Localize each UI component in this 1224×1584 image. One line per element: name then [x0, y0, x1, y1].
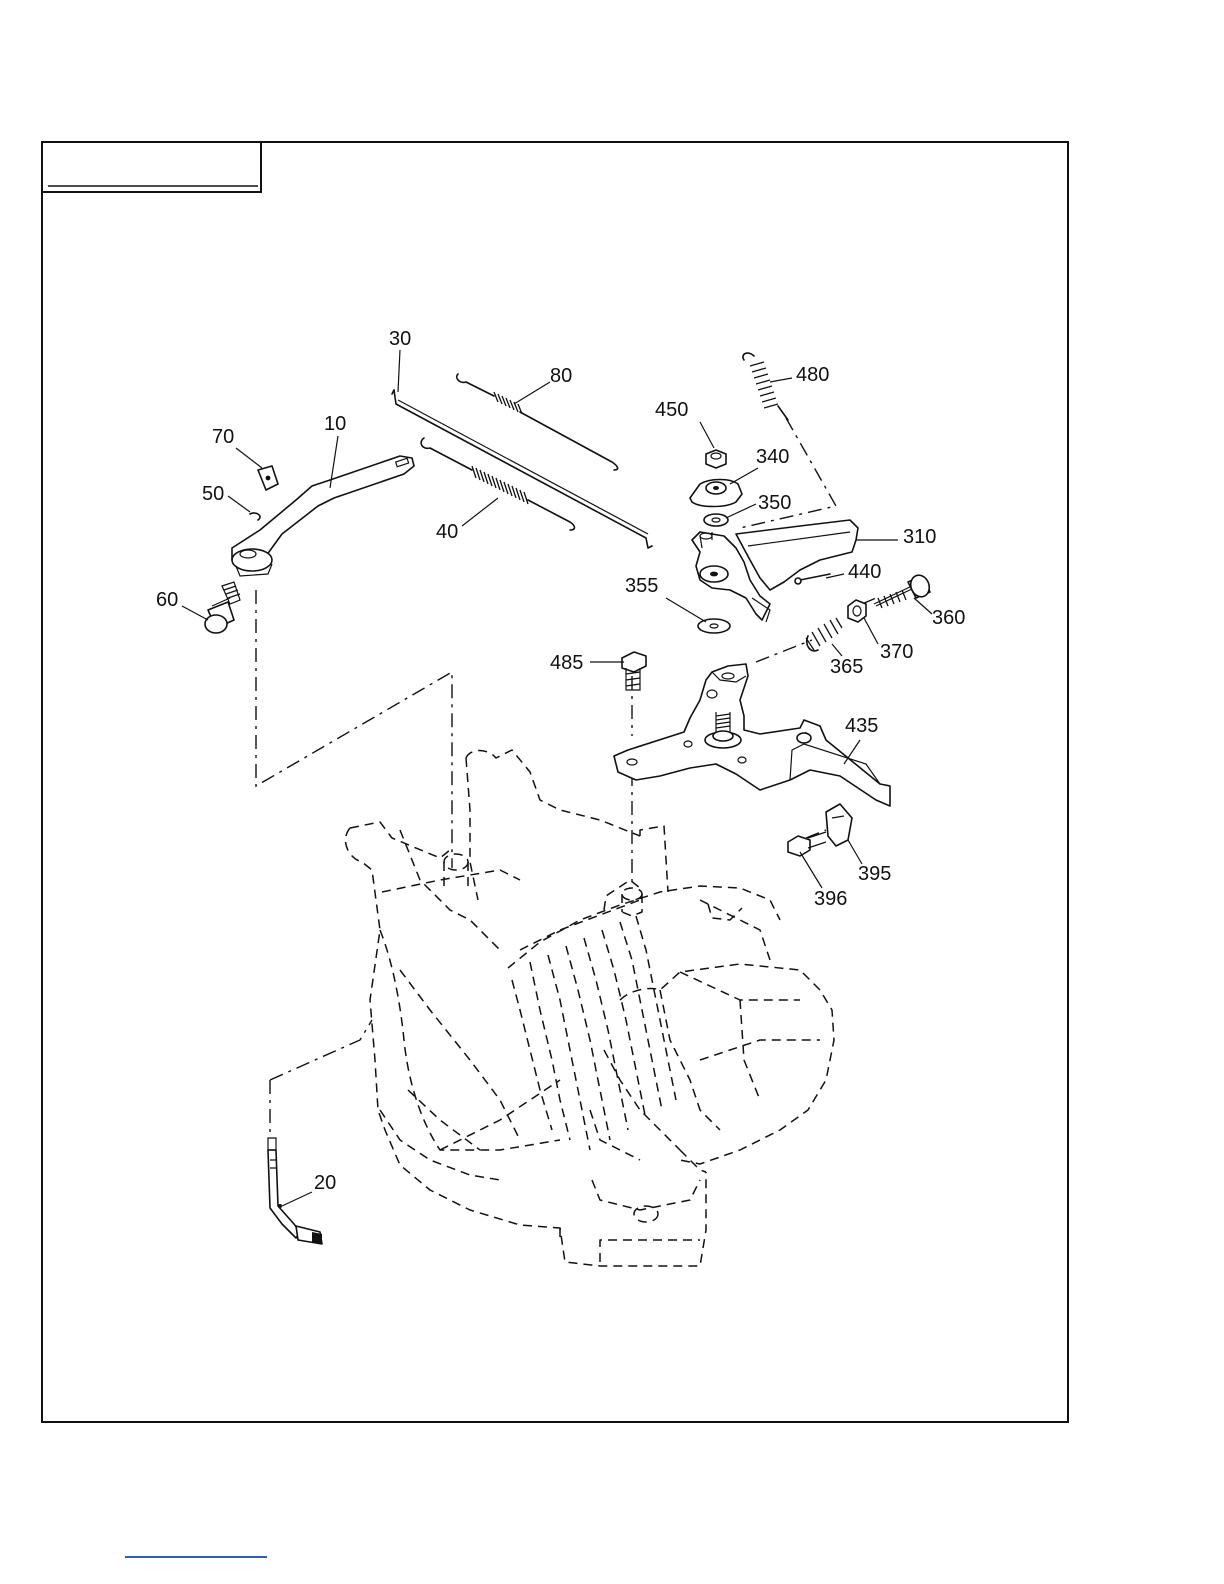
part-355-washer — [698, 619, 730, 633]
callout-30: 30 — [389, 328, 411, 350]
part-480-spring — [743, 353, 788, 420]
part-395-clip — [826, 804, 852, 846]
part-485-bolt — [622, 652, 646, 690]
part-396-screw — [788, 832, 826, 856]
callout-396: 396 — [814, 888, 847, 910]
diagram-border — [42, 142, 1068, 1422]
part-70-clip — [258, 466, 278, 490]
callout-80: 80 — [550, 365, 572, 387]
part-50-e-ring — [250, 513, 260, 520]
callout-355: 355 — [625, 575, 658, 597]
part-310-throttle-lever — [692, 520, 858, 622]
part-440-screw — [795, 574, 830, 584]
callout-485: 485 — [550, 652, 583, 674]
engine-block-outline — [346, 750, 834, 1266]
part-60-bolt — [205, 582, 240, 633]
part-40-spring — [421, 438, 574, 530]
part-350-washer — [704, 514, 728, 526]
part-370-nut — [848, 600, 866, 622]
callout-60: 60 — [156, 589, 178, 611]
callout-40: 40 — [436, 521, 458, 543]
callout-440: 440 — [848, 561, 881, 583]
callout-310: 310 — [903, 526, 936, 548]
callout-50: 50 — [202, 483, 224, 505]
part-450-nut — [706, 450, 726, 468]
callout-370: 370 — [880, 641, 913, 663]
footer-link-underline[interactable] — [125, 1556, 267, 1558]
callout-10: 10 — [324, 413, 346, 435]
callout-340: 340 — [756, 446, 789, 468]
part-80-spring — [457, 374, 618, 470]
title-box — [42, 142, 261, 192]
callout-450: 450 — [655, 399, 688, 421]
callout-360: 360 — [932, 607, 965, 629]
callout-350: 350 — [758, 492, 791, 514]
callout-20: 20 — [314, 1172, 336, 1194]
callout-435: 435 — [845, 715, 878, 737]
part-360-bolt — [874, 573, 932, 608]
callout-70: 70 — [212, 426, 234, 448]
part-365-spring — [806, 618, 842, 651]
leader-lines — [182, 350, 932, 1206]
part-340-friction-disc — [690, 480, 742, 507]
callout-365: 365 — [830, 656, 863, 678]
callout-480: 480 — [796, 364, 829, 386]
callout-395: 395 — [858, 863, 891, 885]
